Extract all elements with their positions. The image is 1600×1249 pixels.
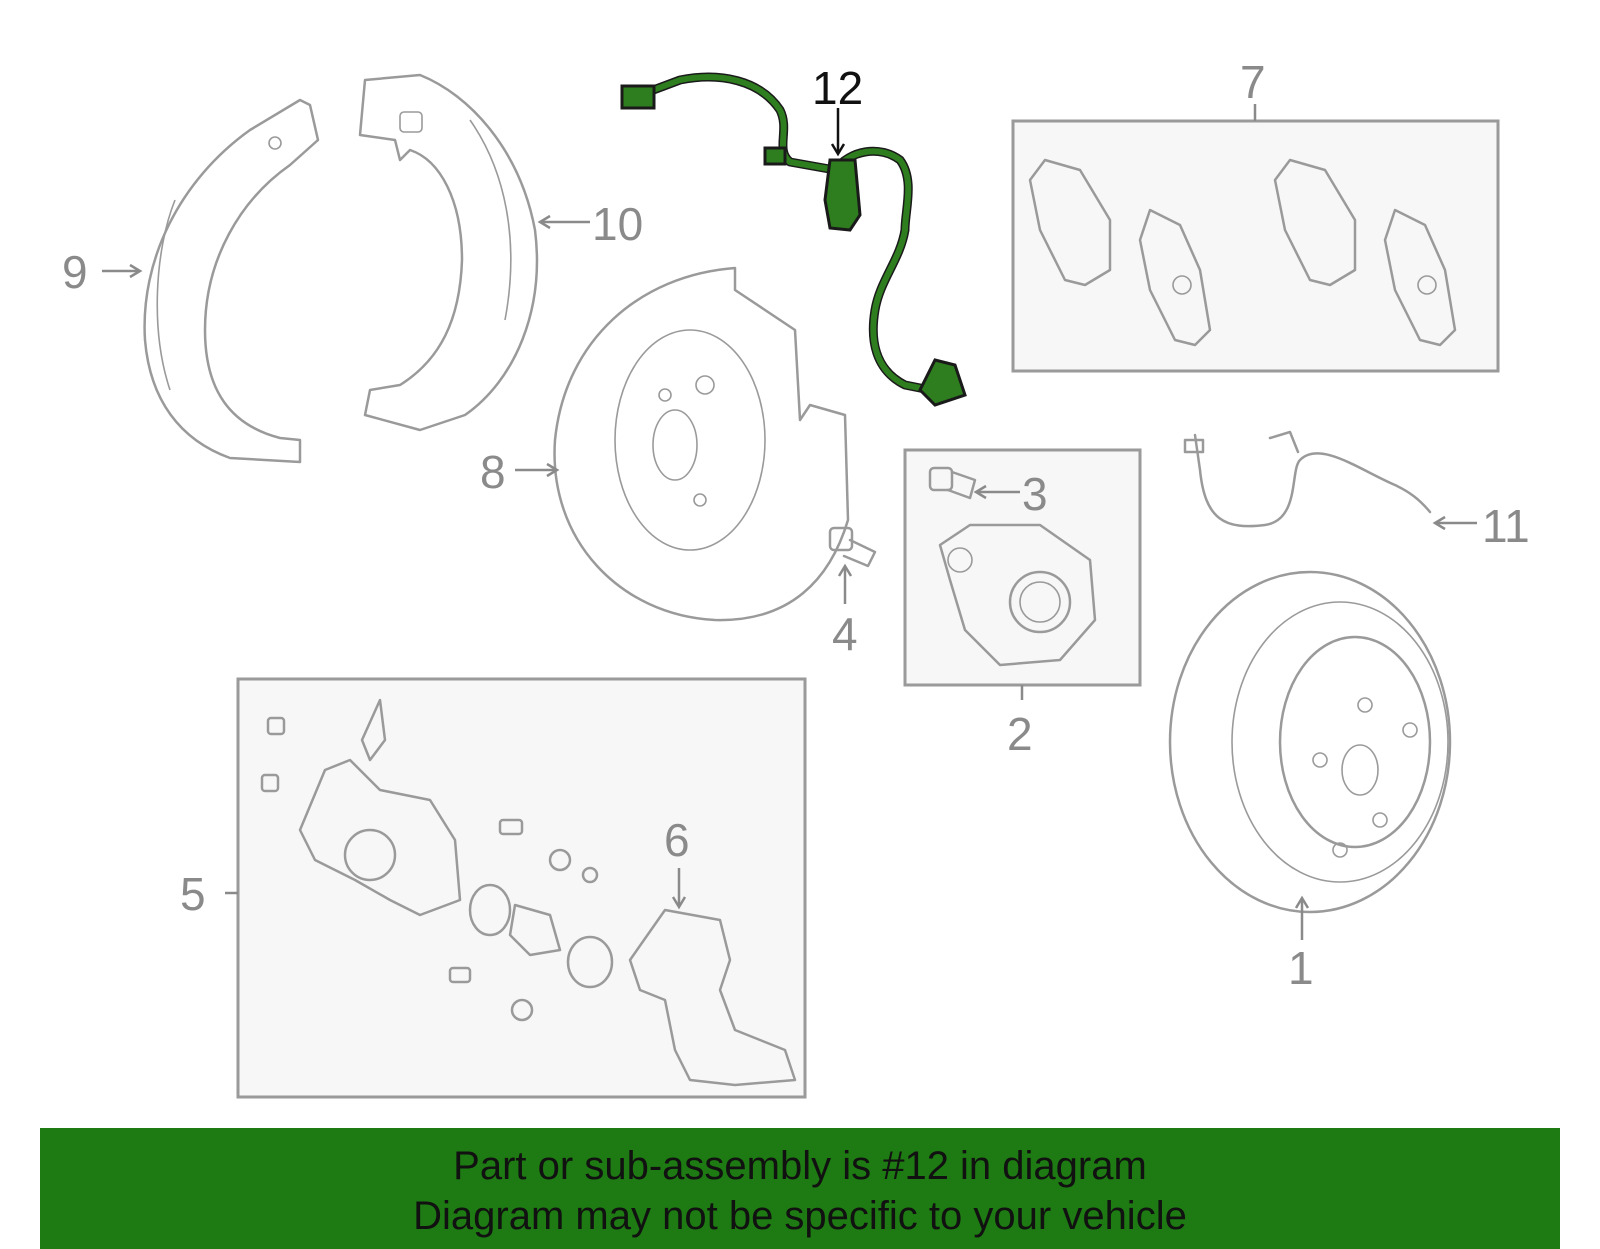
part-8-backing-plate [553, 266, 850, 622]
part-5-caliper-assembly [260, 698, 614, 1022]
banner-line-2: Diagram may not be specific to your vehi… [413, 1194, 1187, 1238]
callout-4: 4 [832, 608, 858, 660]
group-box-5 [236, 677, 807, 1099]
callout-9: 9 [62, 246, 88, 298]
part-9-parking-shoe [143, 98, 320, 464]
part-2-hub-bearing [938, 523, 1097, 667]
part-6-caliper-bracket [628, 908, 797, 1087]
info-banner: Part or sub-assembly is #12 in diagram D… [40, 1128, 1560, 1249]
callout-8: 8 [480, 446, 506, 498]
callout-10: 10 [592, 198, 643, 250]
callout-12: 12 [812, 62, 863, 114]
part-10-parking-shoe [358, 73, 539, 432]
callout-1: 1 [1288, 942, 1314, 994]
part-11-sensor-wire [1183, 430, 1432, 528]
part-1-rotor [1168, 570, 1452, 914]
part-7-brake-pads [1028, 158, 1457, 347]
callout-5: 5 [180, 868, 206, 920]
part-4-bolt [828, 526, 877, 568]
banner-line-1: Part or sub-assembly is #12 in diagram [453, 1144, 1147, 1188]
part-3-bolt [928, 466, 977, 500]
leader-lines [102, 104, 1477, 940]
callout-11: 11 [1482, 500, 1530, 552]
callout-6: 6 [664, 814, 690, 866]
callout-3: 3 [1022, 468, 1048, 520]
callout-2: 2 [1007, 708, 1033, 760]
callout-7: 7 [1240, 56, 1266, 108]
group-box-7 [1011, 119, 1500, 373]
brake-parts-diagram: 9 10 8 7 3 4 2 11 1 5 6 12 [62, 56, 1530, 1099]
part-12-abs-sensor-highlight [620, 72, 967, 407]
